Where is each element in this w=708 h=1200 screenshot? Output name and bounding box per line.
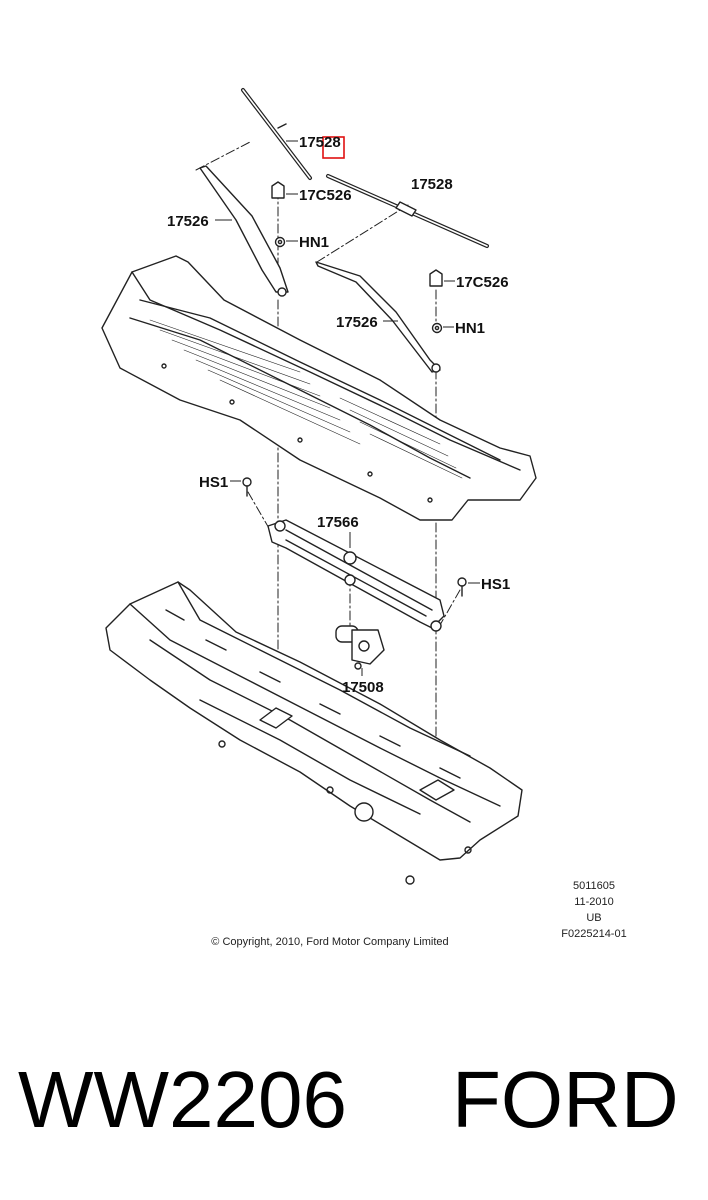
wiper-blade-left bbox=[241, 88, 312, 180]
brand-name: FORD bbox=[452, 1055, 679, 1144]
part-number: WW2206 bbox=[18, 1055, 347, 1144]
reference-figure-id: F0225214-01 bbox=[561, 928, 627, 940]
callout-HN1-left: HN1 bbox=[299, 234, 329, 251]
highlight-box bbox=[322, 136, 345, 159]
reference-date: 11-2010 bbox=[574, 896, 614, 908]
cowl-panel bbox=[101, 255, 537, 521]
callout-HN1-right: HN1 bbox=[455, 320, 485, 337]
nut-left bbox=[274, 236, 286, 248]
arm-cap-right bbox=[429, 269, 443, 287]
reference-region: UB bbox=[586, 912, 602, 924]
nut-right bbox=[431, 322, 443, 334]
reference-code: 5011605 bbox=[572, 880, 615, 892]
callout-17508: 17508 bbox=[342, 679, 384, 696]
callout-17526-right: 17526 bbox=[336, 314, 378, 331]
wiper-linkage bbox=[267, 519, 445, 632]
callout-17528-upper: 17528 bbox=[299, 134, 341, 151]
callout-17528-right: 17528 bbox=[411, 176, 453, 193]
screw-left bbox=[242, 477, 252, 497]
callout-17566: 17566 bbox=[317, 514, 359, 531]
copyright-notice: © Copyright, 2010, Ford Motor Company Li… bbox=[211, 936, 449, 948]
callout-HS1-right: HS1 bbox=[481, 576, 510, 593]
wiper-arm-right bbox=[315, 261, 441, 373]
wiper-arm-left bbox=[199, 165, 289, 297]
wiper-blade-right bbox=[326, 174, 489, 248]
arm-cap-left bbox=[271, 181, 285, 199]
callout-HS1-left: HS1 bbox=[199, 474, 228, 491]
callout-17526-left: 17526 bbox=[167, 213, 209, 230]
wiper-parts-diagram: 17528 17528 17C526 17526 HN1 17C526 1752… bbox=[101, 88, 537, 885]
cowl-support-frame bbox=[105, 581, 523, 885]
diagram-reference-block: 5011605 11-2010 UB F0225214-01 bbox=[550, 878, 638, 942]
wiper-motor bbox=[335, 625, 385, 670]
screw-right bbox=[457, 577, 467, 597]
footer-caption: WW2206 FORD bbox=[0, 1050, 708, 1150]
callout-17C526-left: 17C526 bbox=[299, 187, 352, 204]
callout-17C526-right: 17C526 bbox=[456, 274, 509, 291]
